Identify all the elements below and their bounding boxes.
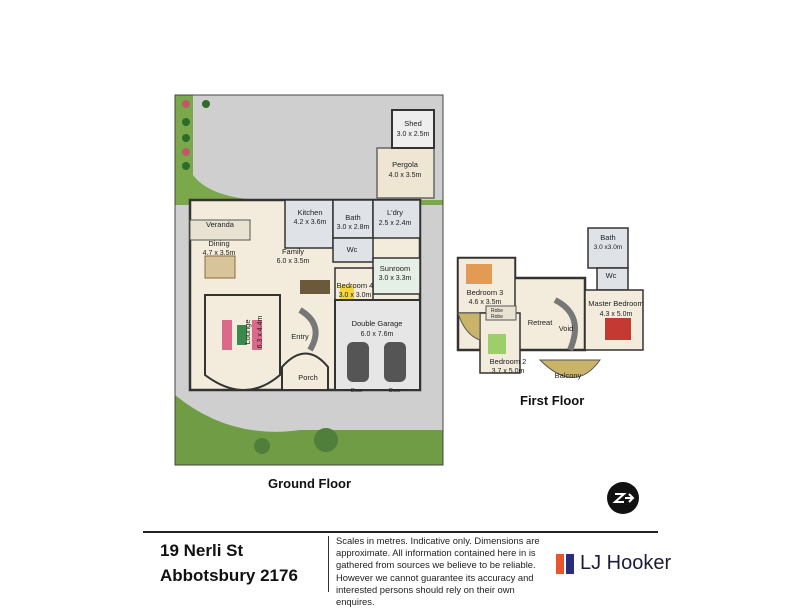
rug-icon <box>237 325 247 345</box>
void-label: Void <box>559 324 574 333</box>
bedroom4-dims: 3.0 x 3.0m <box>339 292 372 299</box>
entry-label: Entry <box>291 332 309 341</box>
car-icon <box>384 342 406 382</box>
dining-label: Dining <box>208 239 229 248</box>
kitchen-area <box>284 199 334 249</box>
veranda-label: Veranda <box>206 220 235 229</box>
wc-label: Wc <box>347 245 358 254</box>
shrub <box>182 162 190 170</box>
garage-label: Double Garage <box>352 319 403 328</box>
dining-dims: 4.7 x 3.5m <box>203 250 236 257</box>
brand-logo: LJ Hooker <box>556 552 671 575</box>
brand-mark-icon <box>556 553 574 574</box>
shrub <box>254 438 270 454</box>
disclaimer-text: Scales in metres. Indicative only. Dimen… <box>336 535 540 608</box>
pergola-dims: 4.0 x 3.5m <box>389 172 422 179</box>
flower <box>182 100 190 108</box>
address-suburb: Abbotsbury 2176 <box>160 566 298 585</box>
laundry-label: L'dry <box>387 208 403 217</box>
kitchen-label: Kitchen <box>297 208 322 217</box>
bedroom2-bed <box>488 334 506 354</box>
upper-bath-label: Bath <box>600 233 615 242</box>
footer-divider <box>328 536 329 592</box>
bedroom4-label: Bedroom 4 <box>337 281 374 290</box>
robe-label: Robe <box>491 308 503 314</box>
first-floor-title: First Floor <box>520 393 585 408</box>
bath-label: Bath <box>345 213 360 222</box>
family-dims: 6.0 x 3.5m <box>277 258 310 265</box>
sunroom-dims: 3.0 x 3.3m <box>379 275 412 282</box>
bedroom2-label: Bedroom 2 <box>490 357 527 366</box>
bedroom3-bed <box>466 264 492 284</box>
porch-label: Porch <box>298 373 318 382</box>
brand-name: LJ Hooker <box>580 552 672 574</box>
garage-dims: 6.0 x 7.6m <box>361 331 394 338</box>
front-lawn <box>175 395 443 465</box>
pergola-area <box>376 147 435 199</box>
veranda-area <box>189 219 251 241</box>
balcony-area <box>538 359 601 378</box>
bedroom3-label: Bedroom 3 <box>467 288 504 297</box>
robe-label: Robe <box>491 314 503 320</box>
garage-door-label: Door <box>389 388 401 394</box>
kitchen-dims: 4.2 x 3.6m <box>294 219 327 226</box>
laundry-area <box>372 199 421 239</box>
upper-bath-dims: 3.0 x3.0m <box>594 244 623 251</box>
pergola-label: Pergola <box>392 160 419 169</box>
upper-bath-area <box>587 227 629 269</box>
shrub <box>182 134 190 142</box>
wc-area <box>332 237 374 263</box>
bedroom3-balcony <box>457 312 481 341</box>
retreat-label: Retreat <box>528 318 554 327</box>
bedroom4-area <box>334 267 374 301</box>
shed-dims: 3.0 x 2.5m <box>397 131 430 138</box>
footer-rule <box>143 531 658 533</box>
flower <box>182 148 190 156</box>
family-sofa-icon <box>300 280 330 294</box>
sofa-icon <box>222 320 232 350</box>
shed-area <box>391 109 435 149</box>
car-icon <box>347 342 369 382</box>
shrub <box>202 100 210 108</box>
master-bedroom-dims: 4.3 x 5.0m <box>600 311 633 318</box>
shrub <box>182 118 190 126</box>
address-street: 19 Nerli St <box>160 541 244 560</box>
robe-area <box>485 305 517 321</box>
bath-dims: 3.0 x 2.8m <box>337 224 370 231</box>
garage-door-label: Door <box>351 388 363 394</box>
bedroom4-bed <box>340 286 354 300</box>
site-boundary <box>174 94 444 466</box>
family-label: Family <box>282 247 304 256</box>
laundry-dims: 2.5 x 2.4m <box>379 220 412 227</box>
lounge-label: Lounge <box>243 319 252 344</box>
staircase-icon <box>298 307 319 352</box>
shed-label: Shed <box>404 119 422 128</box>
north-compass-icon <box>607 482 639 514</box>
ground-floor-title: Ground Floor <box>268 476 352 491</box>
sunroom-label: Sunroom <box>380 264 410 273</box>
porch-area <box>281 352 329 391</box>
bedroom2-dims: 3.7 x 5.0m <box>492 368 525 375</box>
master-bed <box>605 318 631 340</box>
master-bedroom-label: Master Bedroom <box>588 299 643 308</box>
bedroom3-dims: 4.6 x 3.5m <box>469 299 502 306</box>
shrub <box>314 428 338 452</box>
upper-wc-label: Wc <box>606 271 617 280</box>
upper-staircase-icon <box>553 297 578 352</box>
lounge-dims: 6.3 x 4.4m <box>257 315 264 348</box>
sunroom-area <box>372 257 421 295</box>
dining-table-icon <box>204 255 236 279</box>
sofa-icon <box>252 320 262 350</box>
balcony-label: Balcony <box>555 371 582 380</box>
